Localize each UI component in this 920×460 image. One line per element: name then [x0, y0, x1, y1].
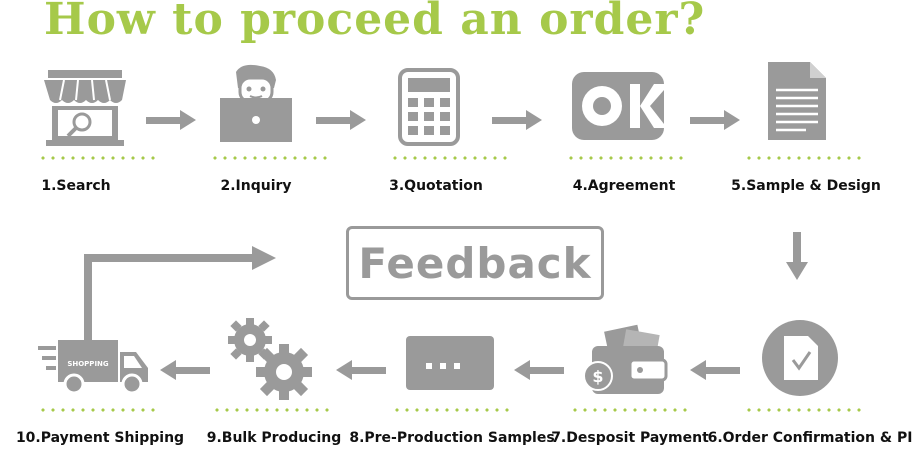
arrow-left-icon [514, 360, 564, 380]
store-search-icon [44, 70, 126, 146]
arrow-right-icon [146, 110, 196, 130]
dotted-divider [570, 408, 690, 412]
ok-sign-icon [572, 72, 664, 140]
step-label-agreement: 4.Agreement [572, 178, 676, 194]
step-label-search: 1.Search [41, 178, 111, 194]
step-label-inquiry: 2.Inquiry [220, 178, 292, 194]
dotted-divider [210, 156, 330, 160]
step-label-quotation: 3.Quotation [389, 178, 483, 194]
arrow-left-icon [690, 360, 740, 380]
wallet-icon: $ [583, 324, 668, 394]
dotted-divider [744, 156, 864, 160]
arrow-right-icon [492, 110, 542, 130]
person-laptop-icon [220, 64, 292, 142]
dotted-divider [38, 156, 158, 160]
delivery-truck-icon: SHOPPING [38, 340, 148, 395]
shop-sign: SHOPPING [67, 360, 109, 368]
arrow-down-icon [786, 232, 808, 280]
check-document-icon [762, 320, 838, 396]
step-label-pre-production: 8.Pre-Production Samples [349, 430, 555, 446]
dotted-divider [744, 408, 864, 412]
arrow-right-icon [316, 110, 366, 130]
dotted-divider [390, 156, 510, 160]
arrow-left-icon [160, 360, 210, 380]
gears-icon [228, 318, 312, 400]
dotted-divider [392, 408, 512, 412]
step-label-order-confirmation: 6.Order Confirmation & PI [707, 430, 913, 446]
dotted-divider [566, 156, 686, 160]
step-label-deposit-payment: 7.Desposit Payment [551, 430, 709, 446]
feedback-box: Feedback [346, 226, 604, 300]
card-icon [406, 336, 494, 390]
dotted-divider [212, 408, 332, 412]
dotted-divider [38, 408, 158, 412]
step-label-sample-design: 5.Sample & Design [731, 178, 881, 194]
calculator-icon [398, 68, 460, 146]
arrow-right-icon [690, 110, 740, 130]
step-label-bulk-producing: 9.Bulk Producing [206, 430, 342, 446]
step-label-payment-shipping: 10.Payment Shipping [15, 430, 185, 446]
feedback-label: Feedback [358, 238, 592, 288]
arrow-left-icon [336, 360, 386, 380]
page-title: How to proceed an order? [44, 0, 706, 45]
feedback-loop-arrow [84, 246, 276, 340]
svg-text:$: $ [592, 367, 603, 386]
document-icon [768, 62, 826, 140]
